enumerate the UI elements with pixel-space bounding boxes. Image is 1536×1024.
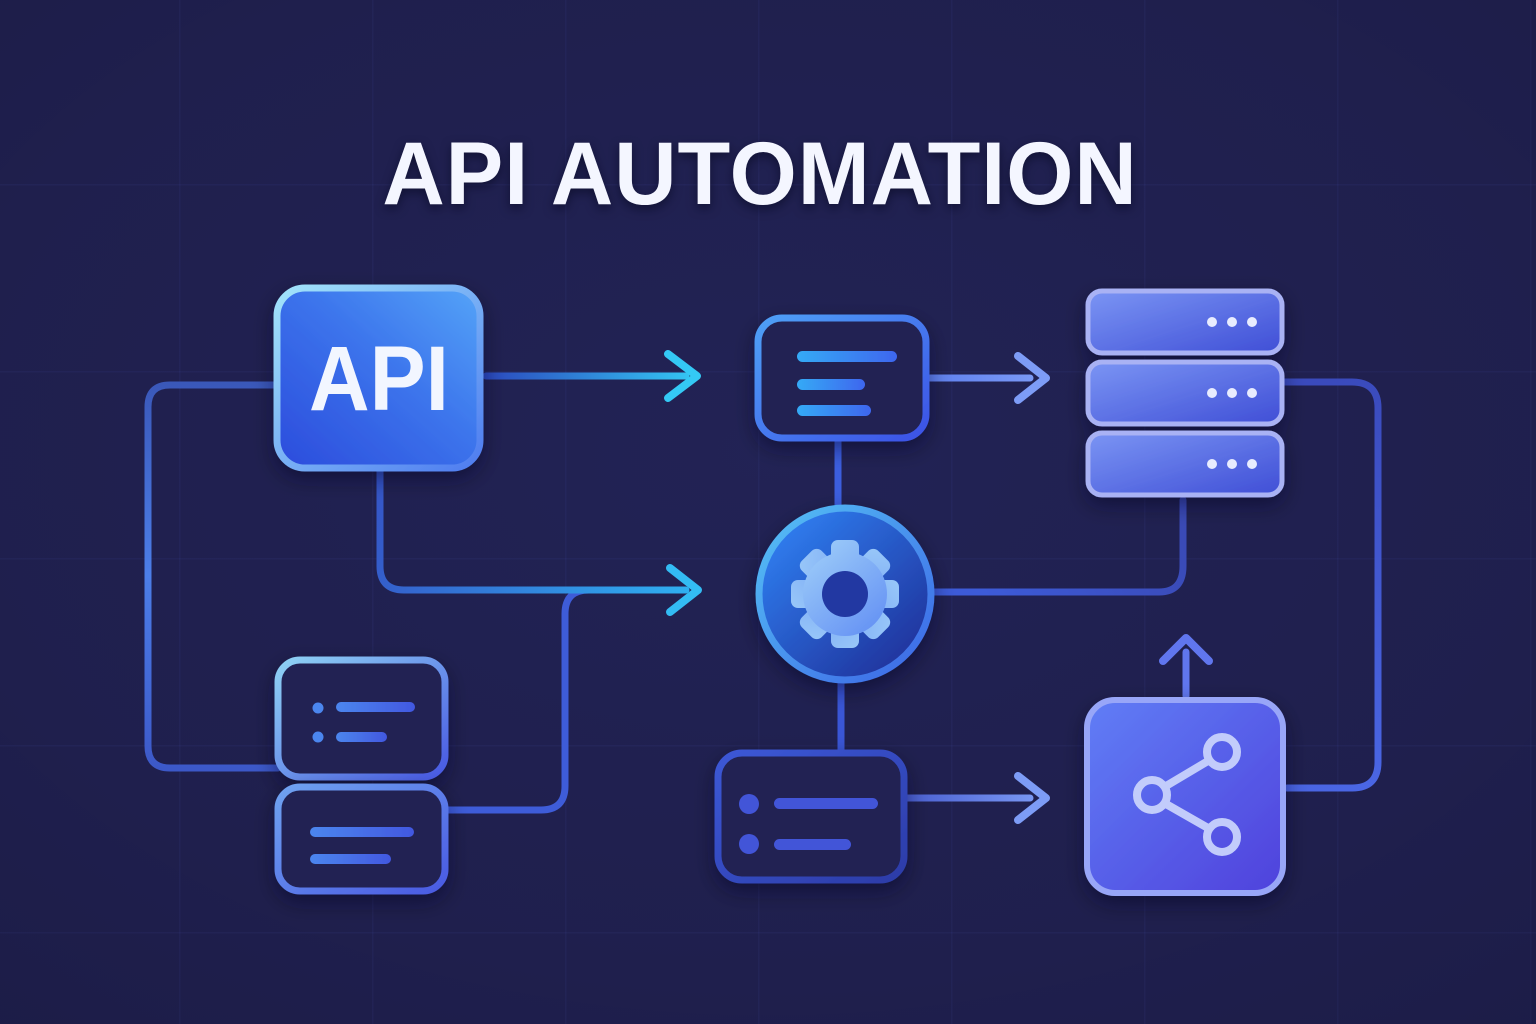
message-card-node <box>754 314 930 442</box>
page-title: API AUTOMATION <box>382 123 1138 223</box>
server-row <box>1085 288 1285 356</box>
arrowhead-right-icon <box>664 350 701 402</box>
server-row <box>1085 359 1285 427</box>
share-node <box>1084 697 1286 896</box>
lines-card-bottom-node <box>274 783 449 895</box>
bullet-list-icon <box>739 794 878 854</box>
connector-task-card-to-share <box>902 772 1050 824</box>
share-icon <box>1133 733 1241 856</box>
api-label: API <box>309 328 449 430</box>
api-node: API <box>273 284 484 472</box>
bullet-list-icon <box>312 702 415 743</box>
connectors <box>144 350 1382 824</box>
server-dots <box>1207 317 1257 469</box>
arrowhead-up-icon <box>1159 634 1213 665</box>
text-lines-icon <box>310 827 414 864</box>
gear-node <box>755 504 935 684</box>
server-stack-icon <box>1085 288 1285 498</box>
connector-share-up-arrow <box>1159 634 1213 700</box>
task-card-node <box>714 749 908 884</box>
connector-api-to-message <box>482 350 701 402</box>
connector-server-to-share-right <box>1280 378 1382 792</box>
gear-icon <box>791 540 899 648</box>
connector-lines-card-to-gear <box>441 586 593 814</box>
gear-hole <box>822 571 868 617</box>
bullet-card-top-node <box>274 656 449 781</box>
connector-api-to-gear <box>376 464 702 616</box>
server-row <box>1085 430 1285 498</box>
connector-api-left-to-bullet-card <box>144 381 282 772</box>
arrowhead-right-icon <box>666 564 702 616</box>
connector-server-to-gear <box>929 496 1187 596</box>
text-lines-icon <box>797 351 897 416</box>
arrowhead-right-icon <box>1014 352 1050 404</box>
server-stack-node <box>1085 288 1285 498</box>
connector-message-to-server <box>926 352 1050 404</box>
arrowhead-right-icon <box>1014 772 1050 824</box>
